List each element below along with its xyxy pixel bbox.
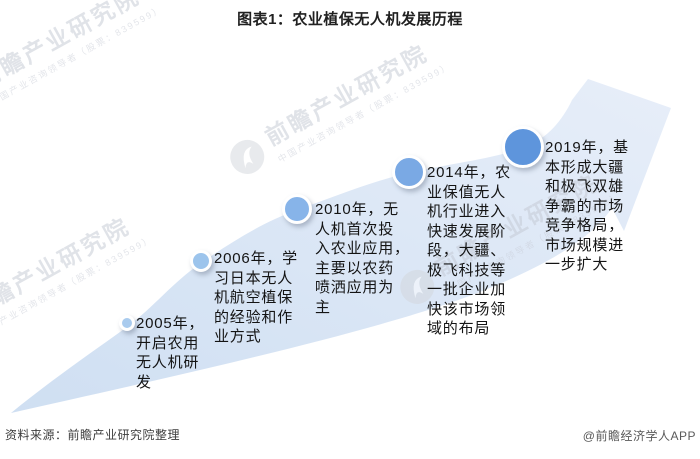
milestone-text-line: 2006年，学 bbox=[214, 250, 298, 267]
milestone-text-line: 2005年， bbox=[136, 315, 205, 332]
milestone-text-line: 段，大疆、 bbox=[427, 242, 507, 259]
milestone-text-line: 本形成大疆 bbox=[545, 158, 625, 176]
milestone-text-line: 机航空植保 bbox=[214, 289, 294, 306]
timeline-node-2005 bbox=[119, 315, 135, 331]
milestone-text-line: 习日本无人 bbox=[214, 269, 294, 287]
milestone-text-line: 市场规模进 bbox=[545, 236, 625, 254]
timeline-node-2019 bbox=[502, 126, 544, 168]
milestone-2019-text: 2019年，基 本形成大疆 和极飞双雄 争霸的市场 竞争格局， 市场规模进 一步… bbox=[545, 138, 629, 275]
milestone-text-line: 2019年，基 bbox=[545, 139, 629, 156]
milestone-text-line: 喷洒应用为 bbox=[315, 279, 395, 296]
milestone-text-line: 2010年，无 bbox=[315, 201, 399, 218]
milestone-text-line: 无人机研 bbox=[136, 354, 200, 371]
milestone-text-line: 快速发展阶 bbox=[427, 222, 507, 240]
milestone-text-line: 一批企业加 bbox=[427, 281, 507, 298]
timeline-node-2006 bbox=[190, 250, 212, 272]
milestone-text-line: 发 bbox=[136, 373, 152, 391]
timeline-node-2014 bbox=[392, 155, 426, 189]
milestone-2006-text: 2006年，学 习日本无人 机航空植保 的经验和作 业方式 bbox=[214, 249, 298, 347]
milestone-text-line: 和极飞双雄 bbox=[545, 178, 625, 195]
chart-title: 图表1：农业植保无人机发展历程 bbox=[237, 11, 463, 28]
milestone-2005-text: 2005年， 开启农用 无人机研 发 bbox=[136, 314, 204, 392]
milestone-text-line: 主 bbox=[315, 298, 331, 316]
milestone-text-line: 争霸的市场 bbox=[545, 197, 625, 215]
milestone-text-line: 开启农用 bbox=[136, 334, 200, 352]
milestone-text-line: 业方式 bbox=[214, 328, 262, 345]
milestone-text-line: 域的布局 bbox=[427, 320, 491, 337]
growth-arrow-shape bbox=[11, 79, 671, 413]
milestone-text-line: 的经验和作 bbox=[214, 308, 294, 326]
source-note: 资料来源：前瞻产业研究院整理 bbox=[5, 428, 181, 442]
milestone-text-line: 入农业应用， bbox=[315, 240, 410, 257]
credit-note: @前瞻经济学人APP bbox=[582, 429, 696, 443]
milestone-text-line: 机行业进入 bbox=[427, 203, 507, 220]
milestone-text-line: 极飞科技等 bbox=[427, 261, 507, 279]
milestone-text-line: 人机首次投 bbox=[315, 220, 395, 238]
milestone-text-line: 快该市场领 bbox=[427, 300, 507, 318]
timeline-node-2010 bbox=[282, 194, 312, 224]
milestone-text-line: 一步扩大 bbox=[545, 256, 609, 273]
milestone-text-line: 业保值无人 bbox=[427, 183, 507, 201]
milestone-text-line: 主要以农药 bbox=[315, 259, 395, 277]
milestone-2010-text: 2010年，无 人机首次投 入农业应用， 主要以农药 喷洒应用为 主 bbox=[315, 200, 410, 317]
milestone-text-line: 竞争格局， bbox=[545, 217, 625, 234]
milestone-text-line: 2014年，农 bbox=[427, 164, 511, 181]
milestone-2014-text: 2014年，农 业保值无人 机行业进入 快速发展阶 段，大疆、 极飞科技等 一批… bbox=[427, 163, 511, 339]
